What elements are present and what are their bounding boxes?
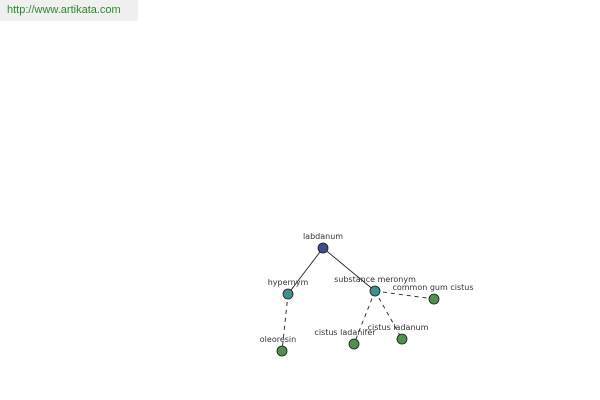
node-label-substance-meronym: substance meronym	[334, 275, 416, 284]
node-substance-meronym[interactable]	[369, 285, 381, 297]
labels-layer: labdanum hypernym substance meronym oleores…	[260, 232, 474, 344]
edge-substance_meronym-cistus_ladanum	[374, 290, 403, 340]
edge-labdanum-hypernym	[287, 247, 324, 295]
node-label-hypernym: hypernym	[268, 278, 309, 287]
node-cistus-ladanum[interactable]	[396, 333, 408, 345]
node-hypernym[interactable]	[282, 288, 294, 300]
node-cistus-ladanifer[interactable]	[348, 338, 360, 350]
node-label-cistus-ladanum: cistus ladanum	[368, 323, 429, 332]
edge-labdanum-substance_meronym	[322, 247, 376, 292]
node-oleoresin[interactable]	[276, 345, 288, 357]
node-label-cistus-ladanifer: cistus ladanifer	[314, 328, 376, 337]
nodes-layer	[276, 242, 440, 357]
source-link[interactable]: http://www.artikata.com	[7, 4, 121, 16]
node-labdanum[interactable]	[317, 242, 329, 254]
node-label-oleoresin: oleoresin	[260, 335, 296, 344]
node-label-labdanum: labdanum	[303, 232, 343, 241]
edge-substance_meronym-common_gum_cistus	[374, 290, 435, 300]
edge-hypernym-oleoresin	[281, 293, 289, 352]
edges-layer	[281, 247, 435, 352]
node-label-common-gum-cistus: common gum cistus	[392, 283, 473, 292]
edge-substance_meronym-cistus_ladanifer	[353, 290, 376, 345]
source-banner: http://www.artikata.com	[0, 0, 138, 21]
node-common-gum-cistus[interactable]	[428, 293, 440, 305]
